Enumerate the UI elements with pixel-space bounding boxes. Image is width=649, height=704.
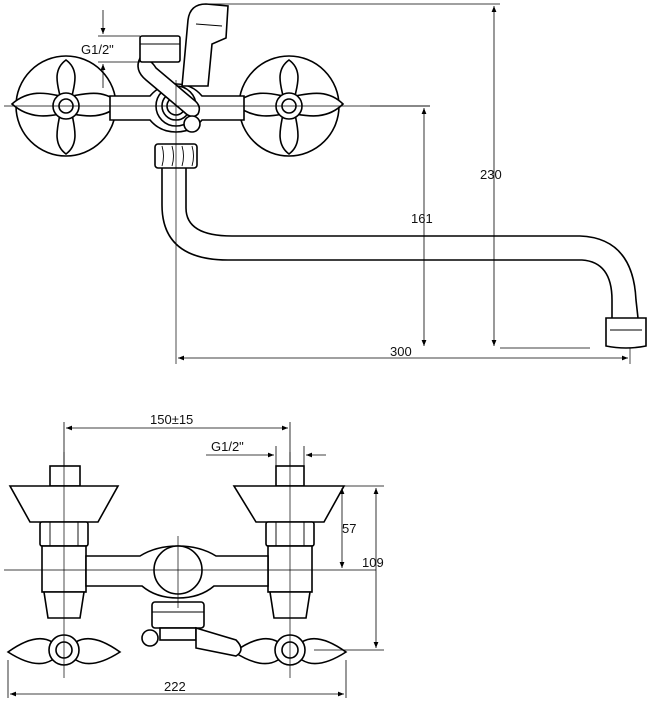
spacing-label: 150±15 bbox=[150, 412, 193, 427]
diverter-lever bbox=[137, 57, 201, 133]
thread-dimension-top: G1/2" bbox=[81, 10, 140, 88]
length-dimension: 300 bbox=[178, 344, 628, 361]
spout-pipe bbox=[161, 168, 647, 349]
length-label: 300 bbox=[390, 344, 412, 359]
top-view: G1/2" 161 230 300 bbox=[4, 3, 647, 364]
width-label: 222 bbox=[164, 679, 186, 694]
depth-dimension: 161 bbox=[370, 105, 433, 346]
thread-label-top: G1/2" bbox=[81, 42, 114, 57]
top-center-lines bbox=[4, 3, 631, 364]
spacing-dimension: 150±15 bbox=[63, 412, 291, 470]
shower-outlet bbox=[139, 3, 229, 87]
width-dimension: 222 bbox=[7, 660, 347, 698]
front-view: 150±15 G1/2" bbox=[4, 412, 384, 698]
thread-dimension-front: G1/2" bbox=[206, 439, 326, 466]
dim-57-label: 57 bbox=[342, 521, 356, 536]
depth-label: 161 bbox=[411, 211, 433, 226]
dim-109-label: 109 bbox=[362, 555, 384, 570]
height-label: 230 bbox=[480, 167, 502, 182]
front-body bbox=[85, 545, 269, 657]
front-center-lines bbox=[4, 452, 376, 678]
height-dimensions-front: 57 109 bbox=[314, 485, 384, 651]
thread-label-front: G1/2" bbox=[211, 439, 244, 454]
height-dimension: 230 bbox=[480, 5, 502, 346]
